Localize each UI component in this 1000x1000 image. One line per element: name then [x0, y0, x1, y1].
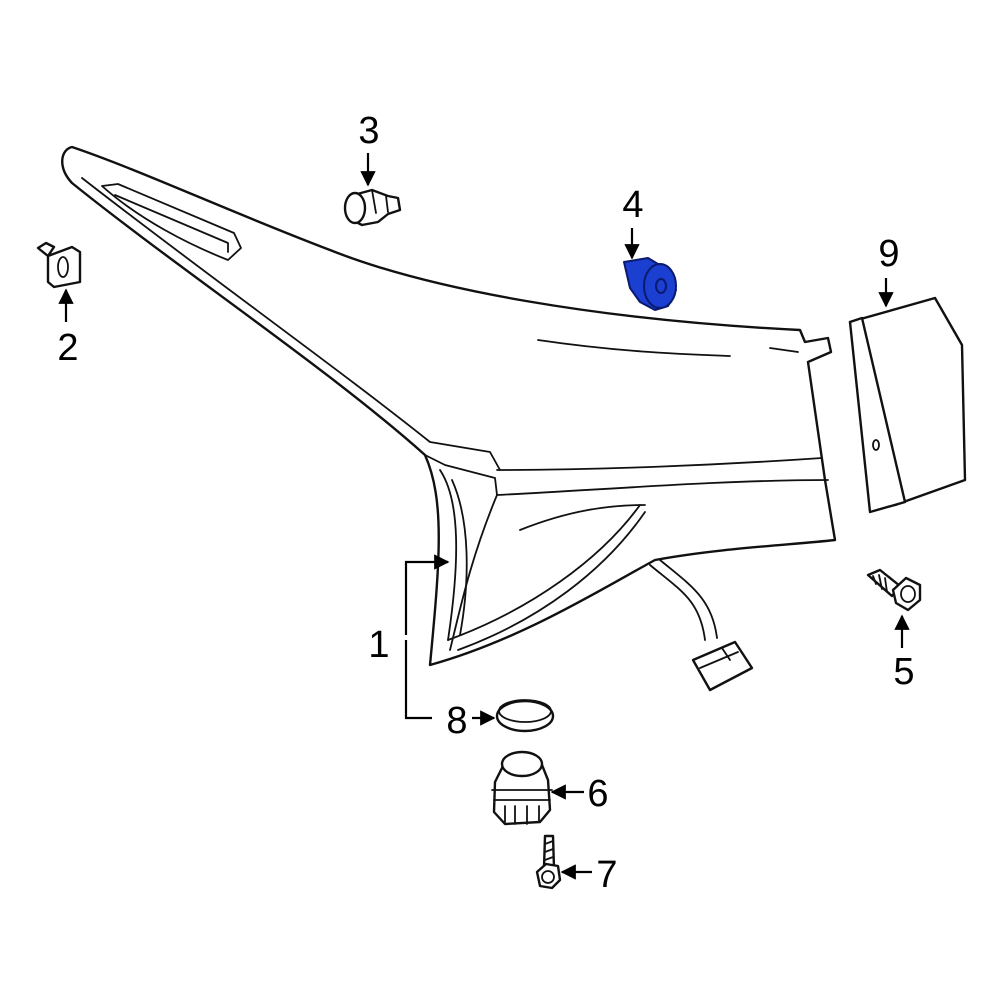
callout-6: 6 [587, 773, 608, 815]
callout-8: 8 [446, 700, 467, 742]
callout-5: 5 [893, 651, 914, 693]
callout-4: 4 [622, 184, 643, 226]
callout-3: 3 [358, 110, 379, 152]
grommet[interactable] [623, 257, 677, 311]
push-pin-clip[interactable] [343, 188, 402, 227]
bolt[interactable] [866, 568, 922, 612]
screw[interactable] [535, 834, 562, 890]
retainer-clip[interactable] [36, 241, 82, 289]
callout-2: 2 [57, 327, 78, 369]
tail-lamp-assembly[interactable] [61, 145, 837, 692]
leader-lines [58, 153, 910, 880]
callout-1: 1 [368, 624, 389, 666]
callout-labels: 1 2 3 4 5 6 7 8 9 [57, 110, 914, 896]
callout-9: 9 [878, 233, 899, 275]
callout-7: 7 [596, 854, 617, 896]
gasket[interactable] [495, 699, 555, 733]
socket[interactable] [491, 750, 553, 826]
pad[interactable] [848, 296, 967, 514]
